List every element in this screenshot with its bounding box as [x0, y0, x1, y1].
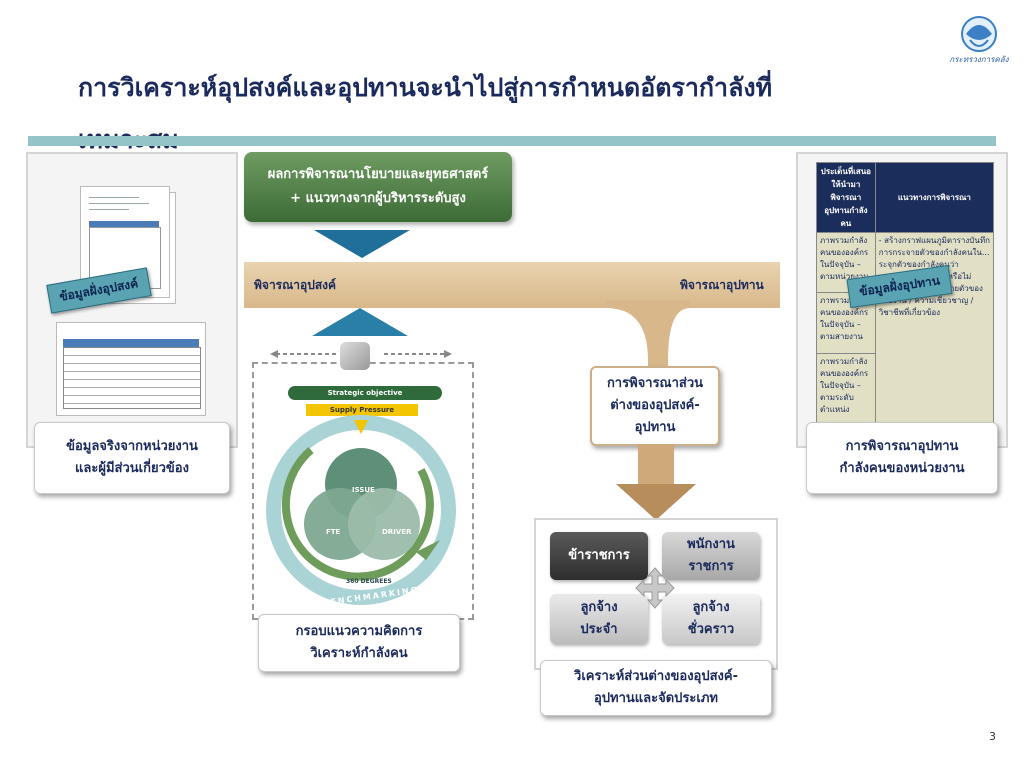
- framework-caption-line-2: วิเคราะห์กำลังคน: [310, 646, 408, 661]
- framework-caption-line-1: กรอบแนวความคิดการ: [295, 624, 423, 639]
- gap-consideration-box: การพิจารณาส่วน ต่างของอุปสงค์- อุปทาน: [590, 366, 720, 446]
- gov-employee-line-2: ราชการ: [688, 559, 734, 574]
- supply-data-tag-label: ข้อมูลฝั่งอุปทาน: [858, 273, 941, 299]
- matrix-approach-text: - สร้างกราฟแผนภูมิตารางบันทึกการกระจายตั…: [874, 232, 995, 428]
- demand-consideration-label: พิจารณาอุปสงค์: [254, 278, 337, 292]
- temporary-line-1: ลูกจ้าง: [692, 600, 730, 615]
- gap-down-arrow-icon: [616, 444, 696, 520]
- framework-caption-box: กรอบแนวความคิดการ วิเคราะห์กำลังคน: [258, 614, 460, 672]
- framework-cube-icon: [340, 342, 370, 370]
- demand-caption-line-2: และผู้มีส่วนเกี่ยวข้อง: [75, 461, 189, 476]
- supply-caption-box: การพิจารณาอุปทาน กำลังคนของหน่วยงาน: [806, 422, 998, 494]
- policy-strategy-box: ผลการพิจารณานโยบายและยุทธศาสตร์ + แนวทาง…: [244, 152, 512, 222]
- issue-label: ISSUE: [352, 486, 375, 494]
- permanent-line-1: ลูกจ้าง: [580, 600, 618, 615]
- permanent-employee-box: ลูกจ้าง ประจำ: [550, 594, 648, 644]
- supply-caption-line-2: กำลังคนของหน่วยงาน: [839, 461, 965, 476]
- gap-line-3: อุปทาน: [634, 420, 676, 435]
- down-arrow-icon: [314, 230, 410, 258]
- categories-caption-line-1: วิเคราะห์ส่วนต่างของอุปสงค์-: [574, 669, 738, 684]
- policy-line-1: ผลการพิจารณานโยบายและยุทธศาสตร์: [267, 167, 489, 182]
- policy-line-2: + แนวทางจากผู้บริหารระดับสูง: [290, 191, 466, 206]
- gov-employee-line-1: พนักงาน: [687, 537, 735, 552]
- framework-top-arrows: [270, 350, 452, 358]
- civil-servant-box: ข้าราชการ: [550, 532, 648, 580]
- temporary-line-2: ชั่วคราว: [687, 622, 735, 637]
- svg-text:กระทรวงการคลัง: กระทรวงการคลัง: [949, 55, 1009, 64]
- ministry-logo: กระทรวงการคลัง: [948, 10, 1010, 72]
- gap-line-1: การพิจารณาส่วน: [606, 376, 704, 391]
- supply-consideration-label: พิจารณาอุปทาน: [680, 278, 764, 292]
- driver-label: DRIVER: [382, 528, 412, 536]
- supply-matrix: ประเด็นที่เสนอให้นำมาพิจารณาอุปทานกำลังค…: [816, 162, 995, 429]
- table-document: [56, 322, 206, 416]
- categories-caption-line-2: อุปทานและจัดประเภท: [593, 691, 718, 706]
- cross-arrows-icon: [635, 567, 675, 609]
- flow-band: [244, 262, 780, 308]
- title-rule: [28, 136, 996, 146]
- page-number: 3: [989, 730, 996, 743]
- degrees-label: 360 DEGREES: [346, 578, 392, 585]
- matrix-row-level: ภาพรวมกำลังคนขององค์กรในปัจจุบัน – ตามระ…: [816, 352, 876, 429]
- framework-cycle: [266, 415, 456, 605]
- gap-line-2: ต่างของอุปสงค์-: [610, 398, 700, 413]
- fte-label: FTE: [326, 528, 341, 536]
- supply-caption-line-1: การพิจารณาอุปทาน: [845, 439, 959, 454]
- strategic-objective-bar: Strategic objective: [288, 386, 442, 400]
- permanent-line-2: ประจำ: [580, 622, 618, 637]
- categories-caption-box: วิเคราะห์ส่วนต่างของอุปสงค์- อุปทานและจั…: [540, 660, 772, 716]
- matrix-header-issues: ประเด็นที่เสนอให้นำมาพิจารณาอุปทานกำลังค…: [816, 162, 876, 233]
- civil-servant-label: ข้าราชการ: [568, 548, 630, 563]
- title-line-1: การวิเคราะห์อุปสงค์และอุปทานจะนำไปสู่การ…: [78, 73, 773, 102]
- strategic-objective-label: Strategic objective: [327, 389, 403, 397]
- gov-employee-box: พนักงาน ราชการ: [662, 532, 760, 580]
- up-arrow-icon: [312, 308, 408, 336]
- supply-pressure-bar: Supply Pressure: [306, 404, 418, 416]
- matrix-header-approach: แนวทางการพิจารณา: [874, 162, 995, 233]
- supply-pressure-label: Supply Pressure: [329, 406, 395, 414]
- temporary-employee-box: ลูกจ้าง ชั่วคราว: [662, 594, 760, 644]
- demand-data-tag-label: ข้อมูลฝั่งอุปสงค์: [58, 276, 140, 304]
- demand-caption-line-1: ข้อมูลจริงจากหน่วยงาน: [66, 439, 198, 454]
- demand-caption-box: ข้อมูลจริงจากหน่วยงาน และผู้มีส่วนเกี่ยว…: [34, 422, 230, 494]
